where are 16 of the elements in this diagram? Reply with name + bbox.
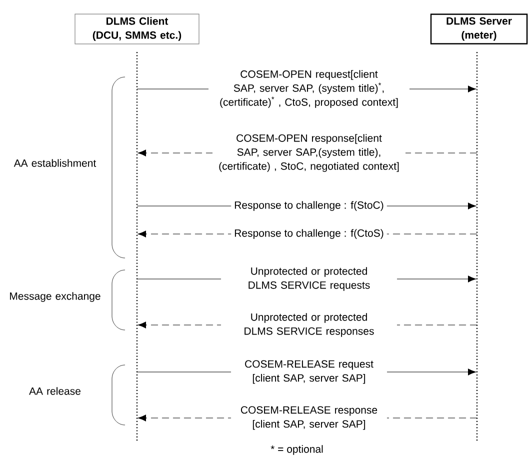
edge-label: Unprotected or protected DLMS SERVICE requests (221, 264, 397, 294)
participant-box: DLMS Server (meter) (430, 14, 528, 44)
edge-label: Response to challenge : f(StoC) (231, 198, 387, 214)
footnote: * = optional (270, 445, 323, 455)
edge-label: COSEM-RELEASE request [client SAP, server SAP] (231, 357, 387, 387)
edge-label: COSEM-OPEN response[client SAP, server SAP,(system title), (certificate) , StoC, negotiated context] (212, 131, 406, 175)
group-label: Message exchange (10, 292, 100, 302)
edge-label: COSEM-OPEN request[client SAP, server SAP, (system title)$^{*}$, (certificate)$^{*}$ , CtoS, proposed context] (208, 67, 410, 111)
participant-box: DLMS Client (DCU, SMMS etc.) (74, 14, 200, 44)
edge-label: Response to challenge : f(CtoS) (231, 226, 387, 242)
edge-label: Unprotected or protected DLMS SERVICE responses (221, 310, 397, 340)
lifeline (136, 52, 138, 442)
edge-label: COSEM-RELEASE response [client SAP, server SAP] (231, 403, 387, 433)
group-label: AA release (29, 387, 80, 395)
lifeline (476, 52, 478, 442)
group-label: AA establishment (14, 159, 96, 167)
